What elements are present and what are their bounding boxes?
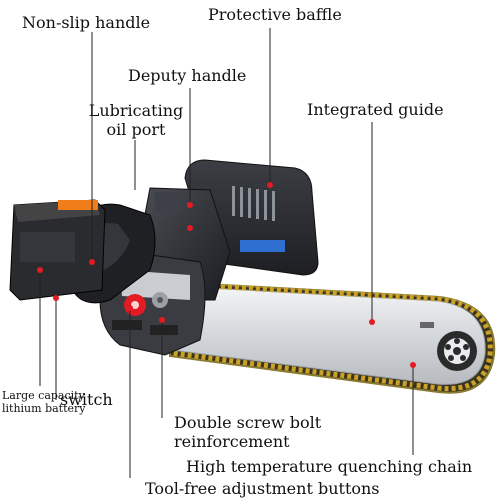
label-tool-free-buttons: Tool-free adjustment buttons <box>145 479 380 498</box>
marker-deputy-handle <box>187 202 193 208</box>
leader-lines <box>39 28 414 478</box>
guide-bar <box>169 280 496 394</box>
red-markers <box>37 182 416 368</box>
marker-battery <box>37 267 43 273</box>
saw-chain <box>171 281 493 392</box>
label-double-screw-line1: Double screw bolt <box>174 413 322 432</box>
label-switch: switch <box>60 390 113 409</box>
marker-oil-port <box>187 225 193 231</box>
battery-pack <box>9 199 106 301</box>
marker-integrated-guide <box>369 319 375 325</box>
label-deputy-handle: Deputy handle <box>128 66 247 85</box>
label-battery: Large capacity lithium battery <box>2 389 86 415</box>
battery-orange-accent <box>58 200 98 210</box>
label-battery-line1: Large capacity <box>2 389 85 402</box>
marker-non-slip-handle <box>89 259 95 265</box>
label-non-slip-handle: Non-slip handle <box>22 13 151 32</box>
label-protective-baffle: Protective baffle <box>208 5 342 24</box>
label-quenching-chain: High temperature quenching chain <box>186 457 473 476</box>
bar-plate <box>171 285 486 385</box>
label-integrated-guide: Integrated guide <box>307 100 444 119</box>
marker-tool-free-buttons <box>127 305 133 311</box>
label-lubricating-oil-port: Lubricating oil port <box>84 103 188 138</box>
label-double-screw-line2: reinforcement <box>174 432 290 451</box>
marker-quenching-chain <box>410 362 416 368</box>
label-battery-line2: lithium battery <box>2 401 86 415</box>
vent-slots <box>232 186 275 221</box>
marker-protective-baffle <box>267 182 273 188</box>
label-oil-port-line2: oil port <box>106 120 166 139</box>
deputy-handle-part <box>155 192 180 212</box>
marker-switch <box>53 295 59 301</box>
marker-double-screw <box>159 317 165 323</box>
sprocket-icon <box>437 331 477 371</box>
label-double-screw: Double screw bolt reinforcement <box>174 415 321 450</box>
blue-accent <box>240 240 285 252</box>
bar-logo-mark <box>420 322 434 328</box>
label-oil-port-line1: Lubricating <box>88 101 184 120</box>
